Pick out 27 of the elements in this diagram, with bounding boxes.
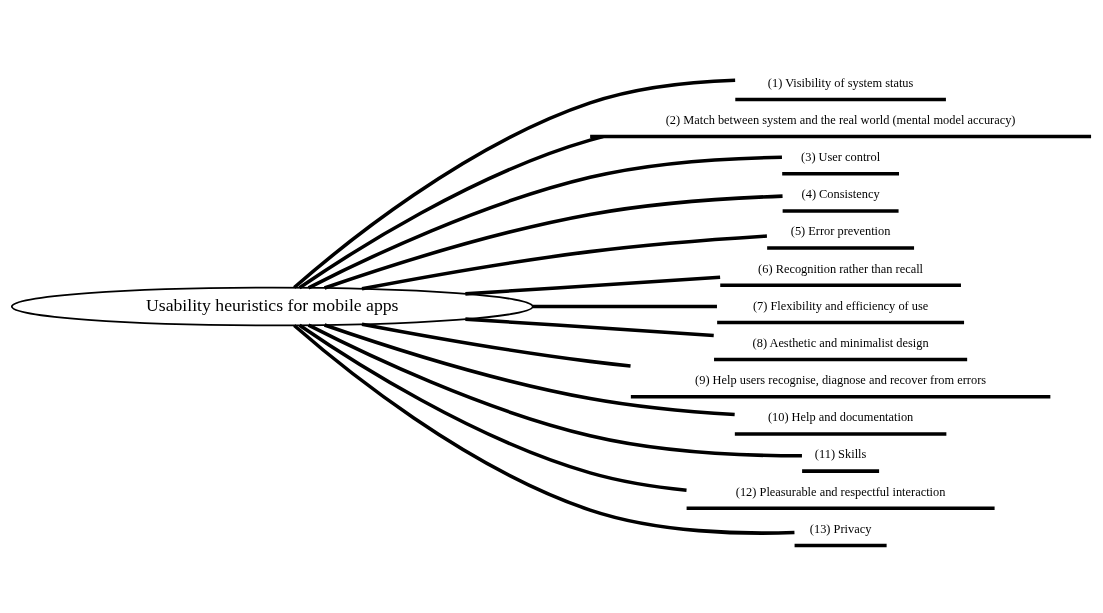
node-text: (9) Help users recognise, diagnose and recover from errors — [695, 373, 987, 388]
node-text: (5) Error prevention — [790, 224, 891, 239]
node-text: (12) Pleasurable and respectful interaction — [735, 484, 946, 499]
node-text: (2) Match between system and the real world (mental model accuracy) — [665, 112, 1016, 127]
node-text: (4) Consistency — [801, 187, 880, 202]
connector — [307, 155, 782, 290]
connector — [298, 323, 687, 492]
connector — [298, 134, 604, 290]
connector — [293, 78, 736, 289]
node-text: (11) Skills — [814, 447, 867, 462]
node-text: (6) Recognition rather than recall — [758, 261, 924, 276]
node-text: (1) Visibility of system status — [767, 75, 914, 90]
node-text: (7) Flexibility and efficiency of use — [752, 298, 929, 313]
node-text: (8) Aesthetic and minimalist design — [752, 335, 929, 350]
connector — [465, 317, 714, 338]
node-text: (13) Privacy — [809, 521, 872, 536]
node-ellipse: Usability heuristics for mobile apps — [10, 286, 534, 327]
node-text: (10) Help and documentation — [767, 410, 914, 425]
connector — [361, 322, 631, 368]
connector — [361, 234, 768, 291]
connector — [465, 275, 721, 296]
connector — [323, 194, 783, 290]
connector — [532, 304, 717, 309]
node-text: (3) User control — [801, 150, 881, 165]
connector — [307, 323, 802, 458]
connector — [323, 323, 735, 417]
connector — [293, 324, 795, 535]
